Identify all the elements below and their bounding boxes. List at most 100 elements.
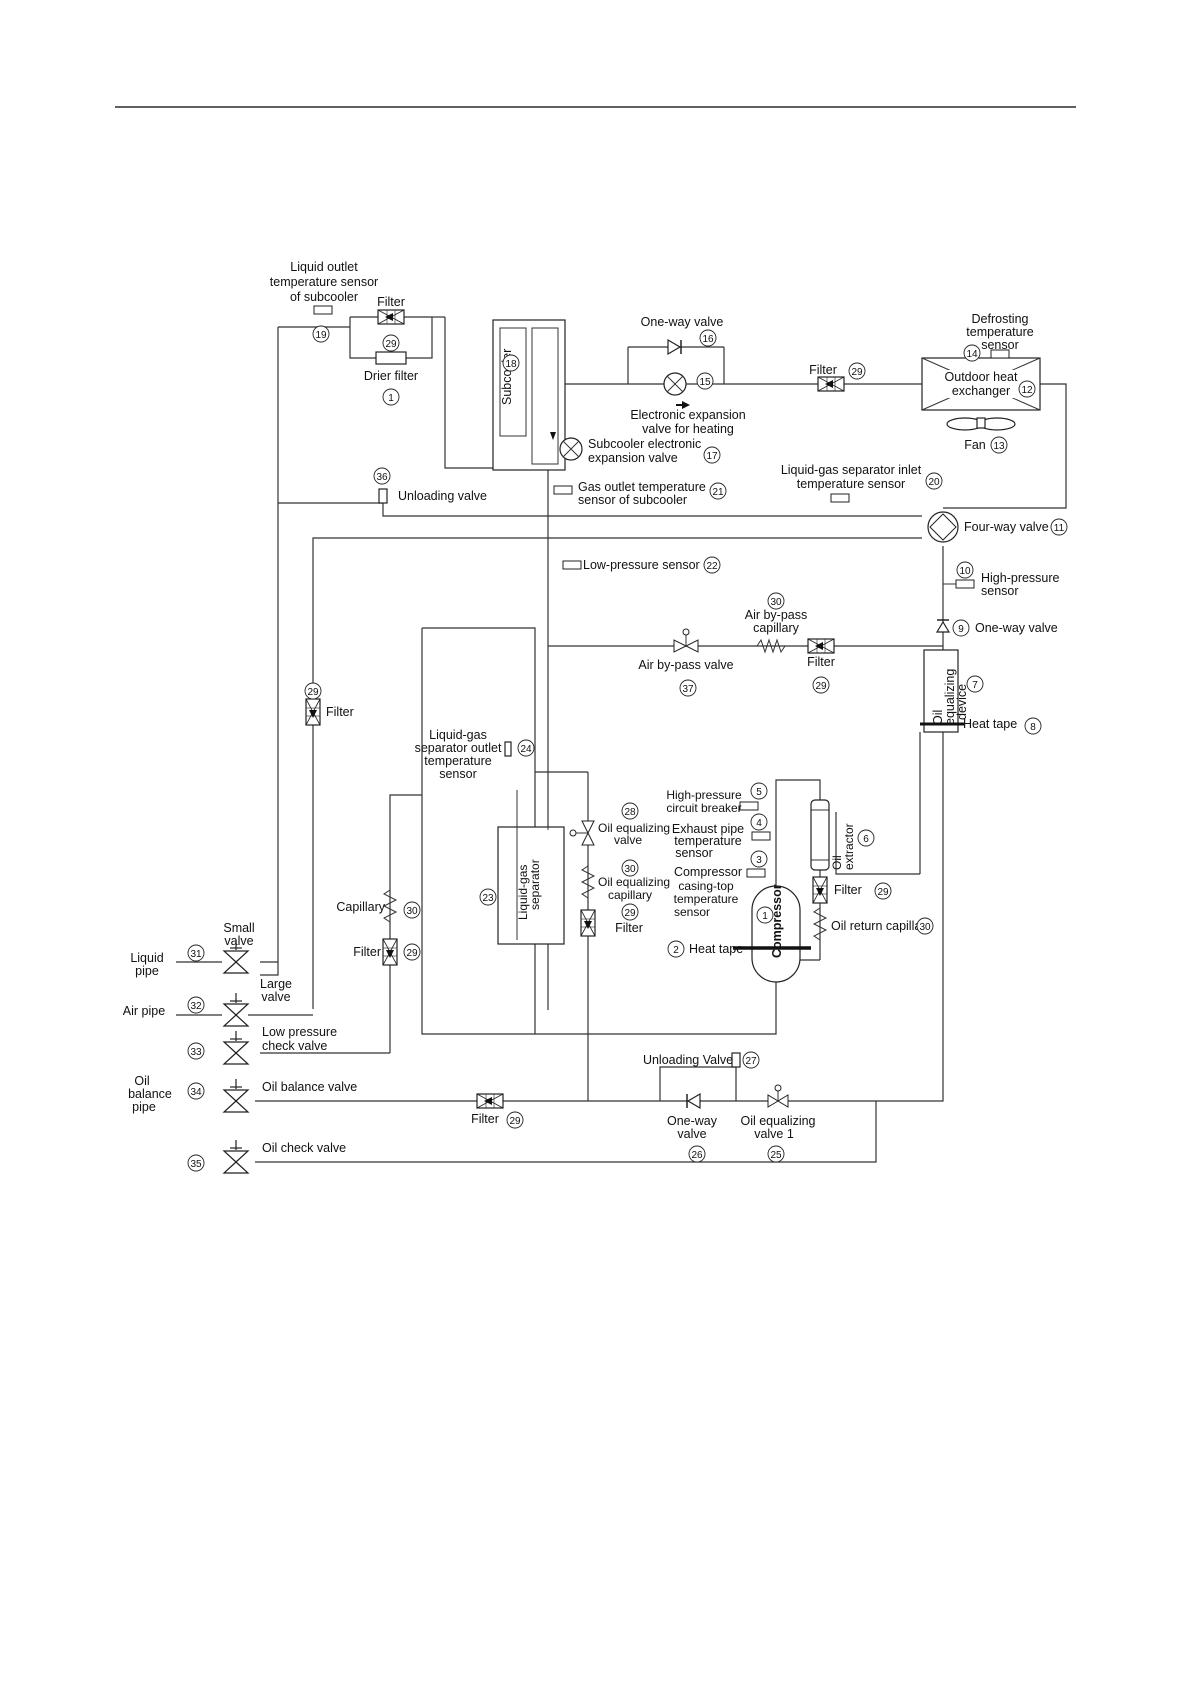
oil-balance-pipe-label-1: Oil (134, 1074, 149, 1088)
casing-top-sensor-icon (746, 868, 766, 878)
drier-filter-label: Drier filter (364, 369, 418, 383)
oil-eq-valve-1-label-2: valve 1 (754, 1127, 794, 1141)
num-25: 25 (770, 1150, 782, 1161)
filter-bottom-label: Filter (471, 1112, 499, 1126)
casing-top-sensor-label-1: Compressor (674, 865, 742, 879)
oil-eq-valve-1-icon (767, 1084, 789, 1108)
filter-left-label: Filter (326, 705, 354, 719)
num-11: 11 (1054, 523, 1065, 534)
oil-equalizing-capillary-label-2: capillary (608, 888, 652, 902)
num-7: 7 (972, 680, 978, 691)
filter-mid-icon (580, 909, 596, 937)
hp-breaker-icon (739, 801, 759, 811)
num-35: 35 (190, 1159, 202, 1170)
liquid-pipe-label-1: Liquid (130, 951, 163, 965)
liquid-outlet-sensor-label-2: temperature sensor (270, 275, 378, 289)
one-way-valve-bottom-label-2: valve (677, 1127, 706, 1141)
oil-equalizing-capillary-label-1: Oil equalizing (598, 875, 670, 889)
air-bypass-capillary-icon (756, 638, 786, 654)
hp-breaker-label-2: circuit breaker (666, 801, 741, 815)
lgs-outlet-sensor-label-1: Liquid-gas (429, 728, 487, 742)
air-bypass-capillary-label-2: capillary (753, 621, 800, 635)
capillary-left-icon (382, 889, 398, 923)
eev-heating-label-2: valve for heating (642, 422, 734, 436)
unloading-valve-top-label: Unloading valve (398, 489, 487, 503)
num-31: 31 (190, 949, 202, 960)
air-bypass-capillary-label-1: Air by-pass (745, 608, 808, 622)
lgs-outlet-sensor-label-4: sensor (439, 767, 477, 781)
num-3: 3 (756, 855, 762, 866)
gas-outlet-sensor-label-2: sensor of subcooler (578, 493, 687, 507)
num-30-oil-return: 30 (919, 922, 931, 933)
lgs-label-1: Liquid-gas (516, 865, 530, 920)
num-10: 10 (959, 566, 971, 577)
num-22: 22 (706, 561, 718, 572)
hp-breaker-label-1: High-pressure (666, 788, 742, 802)
num-32: 32 (190, 1001, 202, 1012)
num-8: 8 (1030, 722, 1036, 733)
large-valve-icon (223, 992, 249, 1027)
num-21: 21 (712, 487, 724, 498)
one-way-valve-right-icon (935, 620, 951, 633)
four-way-valve-label: Four-way valve (964, 520, 1049, 534)
casing-top-sensor-label-4: sensor (674, 905, 710, 919)
low-pressure-check-valve-icon (223, 1030, 249, 1065)
oil-return-capillary-icon (812, 907, 828, 941)
num-29-capillary: 29 (406, 948, 418, 959)
lgs-inlet-sensor-label-1: Liquid-gas separator inlet (781, 463, 922, 477)
air-bypass-valve-label: Air by-pass valve (638, 658, 733, 672)
subcooler-eev-label-1: Subcooler electronic (588, 437, 701, 451)
exhaust-sensor-label-1: Exhaust pipe (672, 822, 744, 836)
num-30-oil-eq: 30 (624, 864, 636, 875)
num-2: 2 (673, 945, 679, 956)
oil-equalizing-capillary-icon (580, 865, 596, 899)
gas-outlet-sensor-label-1: Gas outlet temperature (578, 480, 706, 494)
high-pressure-sensor-label-1: High-pressure (981, 571, 1060, 585)
num-9: 9 (958, 624, 964, 635)
large-valve-label-2: valve (261, 990, 290, 1004)
oil-check-valve-icon (223, 1139, 249, 1174)
oil-extractor-label-2: extractor (842, 823, 856, 870)
outdoor-hx-label-2: exchanger (952, 384, 1010, 398)
num-28: 28 (624, 807, 636, 818)
num-13: 13 (993, 441, 1005, 452)
subcooler-icon (492, 319, 566, 471)
exhaust-sensor-label-3: sensor (675, 846, 713, 860)
four-way-valve-icon (927, 511, 959, 543)
num-26: 26 (691, 1150, 703, 1161)
drier-filter-icon (375, 351, 407, 365)
lgs-outlet-sensor-icon (504, 741, 512, 757)
small-valve-label-2: valve (224, 934, 253, 948)
liquid-gas-separator-icon (497, 826, 565, 945)
num-24: 24 (520, 744, 532, 755)
one-way-valve-top-icon (667, 338, 682, 356)
filter-left-icon (305, 698, 321, 726)
exhaust-sensor-label-2: temperature (674, 834, 741, 848)
filter-top-icon (377, 309, 405, 325)
filter-comp-icon (812, 876, 828, 904)
oil-check-valve-label: Oil check valve (262, 1141, 346, 1155)
high-pressure-sensor-icon (955, 579, 975, 589)
oil-equalizing-valve-icon (569, 820, 595, 846)
num-16: 16 (702, 334, 714, 345)
one-way-valve-bottom-label-1: One-way (667, 1114, 718, 1128)
num-27: 27 (745, 1056, 757, 1067)
num-37: 37 (682, 684, 694, 695)
oil-equalizing-device-label-1: Oil (931, 710, 945, 725)
num-1-drier: 1 (388, 393, 394, 404)
filter-top-label: Filter (377, 295, 405, 309)
unloading-valve-top-icon (378, 488, 388, 504)
oil-eq-valve-1-label-1: Oil equalizing (740, 1114, 815, 1128)
high-pressure-sensor-label-2: sensor (981, 584, 1019, 598)
num-29-left: 29 (307, 687, 319, 698)
lgs-outlet-sensor-label-3: temperature (424, 754, 491, 768)
low-pressure-sensor-label: Low-pressure sensor (583, 558, 700, 572)
gas-outlet-sensor-icon (553, 485, 573, 495)
filter-mid-label: Filter (615, 921, 643, 935)
num-29-comp: 29 (877, 887, 889, 898)
oil-return-capillary-label: Oil return capillary (831, 919, 932, 933)
lgs-inlet-sensor-label-2: temperature sensor (797, 477, 905, 491)
num-12: 12 (1021, 385, 1033, 396)
